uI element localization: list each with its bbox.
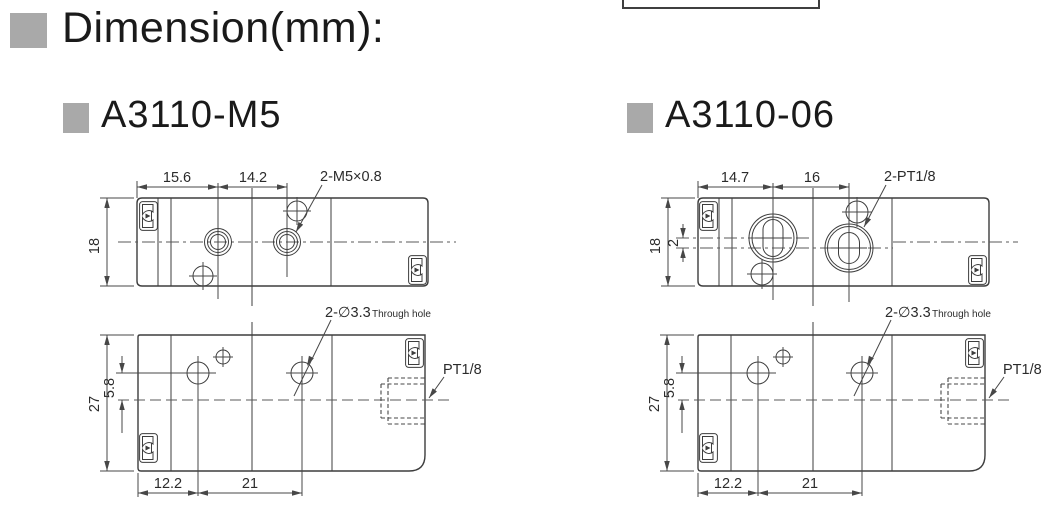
section-title-a3110-06: A3110-06 [665,94,835,136]
through-hole [676,356,776,496]
hole-label: 2-∅3.3 [325,305,371,321]
dim-label: 27 [647,396,663,412]
section-bullet-icon [63,103,89,133]
dim-label: 16 [804,170,820,186]
dimension-hole-offset: 5.8 [102,356,125,433]
dim-label: 2 [666,239,682,247]
manual-override-symbol [699,433,718,463]
through-hole [846,356,878,496]
thread-callout: 2-PT1/8 [863,169,936,228]
pilot-hole [773,347,793,367]
manual-override-symbol [139,201,158,231]
dim-label: 12.2 [154,476,182,492]
thread-callout: 2-M5×0.8 [295,169,382,233]
pt-threaded-port [824,183,874,302]
threaded-port-hole [204,183,232,299]
thread-label: 2-M5×0.8 [320,169,382,185]
manual-override-symbol [139,433,158,463]
section-bullet-icon [627,103,653,133]
port-label: PT1/8 [443,362,482,378]
a3110-06-top-view-drawing: 14.7 16 18 2 2-PT1/8 [648,169,1018,306]
manual-override-symbol [699,201,718,231]
hole-note: Through hole [372,309,431,320]
dim-label: 21 [242,476,258,492]
hole-label: 2-∅3.3 [885,305,931,321]
page-title: Dimension(mm): [62,4,385,52]
manual-override-symbol [405,338,424,368]
dim-label: 21 [802,476,818,492]
valve-body-outline [697,188,990,306]
pt-port-callout: PT1/8 [428,362,482,399]
pt-threaded-port [748,183,798,300]
through-hole-callout: 2-∅3.3 Through hole [293,305,431,397]
through-hole-callout: 2-∅3.3 Through hole [853,305,991,397]
section-title-a3110-m5: A3110-M5 [101,94,282,136]
dimension-bottom-widths: 12.2 21 [137,473,302,497]
mounting-hole [842,197,872,227]
through-hole [286,356,318,496]
valve-body-outline [137,322,426,472]
dim-label: 14.2 [239,170,267,186]
valve-body-outline [697,322,986,472]
a3110-06-bottom-view-drawing: 5.8 27 2-∅3.3 Through hole PT1/8 [647,305,1042,497]
dimension-body-height: 27 [647,334,694,472]
m5-mounting-hole [283,197,311,225]
dimension-port-offset: 2 [666,224,686,262]
port-label: PT1/8 [1003,362,1042,378]
through-hole [116,356,216,496]
a3110-m5-top-view-drawing: 15.6 14.2 18 2-M5×0.8 [87,169,456,306]
dim-label: 12.2 [714,476,742,492]
mounting-hole [747,259,777,289]
hole-note: Through hole [932,309,991,320]
dim-label: 18 [648,238,664,254]
dim-label: 5.8 [102,378,118,398]
dim-label: 15.6 [163,170,191,186]
dimension-body-height: 18 [87,197,134,287]
pilot-hole [213,347,233,367]
dimension-body-height: 18 [648,197,695,287]
thread-label: 2-PT1/8 [884,169,936,185]
pt-port-callout: PT1/8 [988,362,1042,399]
dimension-bottom-widths: 12.2 21 [697,473,862,497]
manual-override-symbol [965,338,984,368]
pt-port-hidden-lines [380,377,425,425]
manual-override-symbol [968,255,987,285]
dim-label: 14.7 [721,170,749,186]
title-bullet-icon [10,13,47,48]
a3110-m5-bottom-view-drawing: 5.8 27 2-∅3.3 Through hole PT1/8 [87,305,482,497]
dim-label: 5.8 [662,378,678,398]
pt-port-hidden-lines [940,377,985,425]
valve-body-outline [136,188,429,306]
dimension-body-height: 27 [87,334,134,472]
dimension-hole-offset: 5.8 [662,356,685,433]
m5-mounting-hole [189,262,217,290]
manual-override-symbol [408,255,427,285]
dim-label: 27 [87,396,103,412]
dimension-top-widths: 14.7 16 [697,170,849,198]
dimension-top-widths: 15.6 14.2 [136,170,287,198]
dim-label: 18 [87,238,103,254]
threaded-port-hole [273,183,301,277]
table-bottom-edge-fragment [622,0,820,9]
